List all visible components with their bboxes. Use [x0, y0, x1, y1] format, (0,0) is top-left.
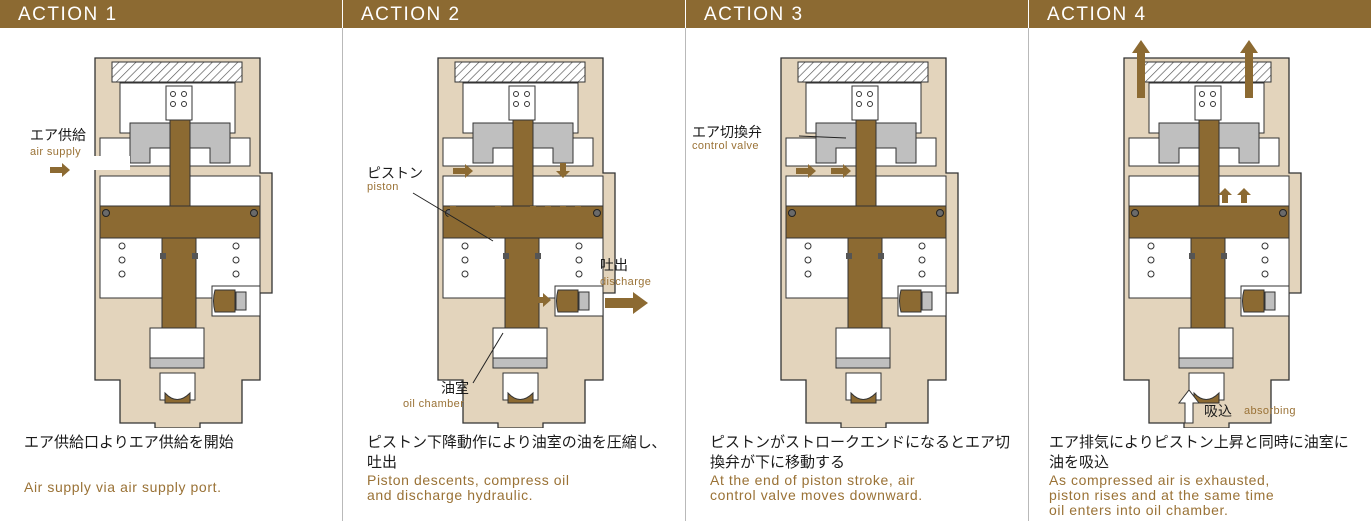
- description-en: Air supply via air supply port.: [24, 479, 222, 495]
- label-air-supply-en: air supply: [30, 146, 82, 158]
- description-ja: ピストンがストロークエンドになるとエア切換弁が下に移動する: [710, 433, 1011, 471]
- description-ja: エア供給口よりエア供給を開始: [24, 433, 234, 451]
- label-oil-chamber-ja: 油室: [441, 381, 469, 397]
- pump-diagram: [780, 57, 959, 428]
- exhaust-arrow: [1240, 40, 1258, 98]
- panel-title: ACTION 3: [686, 0, 1028, 28]
- air-supply-arrow: [50, 163, 70, 177]
- exhaust-arrow: [1132, 40, 1150, 98]
- label-absorbing-en: absorbing: [1244, 405, 1296, 417]
- label-piston-en: piston: [367, 181, 399, 193]
- description-en: At the end of piston stroke, air control…: [710, 472, 923, 503]
- panel-title: ACTION 1: [0, 0, 342, 28]
- action-panel-1: ACTION 1 エア供給 air supply エア供給口よりエア供給を開始 …: [0, 0, 342, 521]
- label-piston-ja: ピストン: [367, 166, 423, 182]
- label-control-valve-ja: エア切換弁: [692, 125, 762, 141]
- action-panel-2: ACTION 2 ピストン piston 吐出 discharge 油室 oil…: [343, 0, 685, 521]
- label-control-valve-en: control valve: [692, 140, 759, 152]
- label-discharge-ja: 吐出: [600, 258, 628, 274]
- description-ja: エア排気によりピストン上昇と同時に油室に油を吸込: [1049, 433, 1349, 471]
- label-absorbing-ja: 吸込: [1204, 404, 1232, 420]
- description-en: As compressed air is exhausted, piston r…: [1049, 472, 1275, 518]
- panel-title: ACTION 2: [343, 0, 685, 28]
- label-oil-chamber-en: oil chamber: [403, 398, 465, 410]
- description-en: Piston descents, compress oil and discha…: [367, 472, 570, 503]
- discharge-arrow: [605, 292, 648, 314]
- description-ja: ピストン下降動作により油室の油を圧縮し､吐出: [367, 433, 660, 471]
- panel-title: ACTION 4: [1029, 0, 1371, 28]
- pump-diagram: [1123, 40, 1302, 428]
- absorbing-arrow: [1177, 389, 1201, 424]
- pump-diagram: [412, 57, 648, 428]
- label-air-supply-ja: エア供給: [30, 128, 86, 144]
- action-panel-3: ACTION 3 エア切換弁 control valve ピストンがストロークエ…: [686, 0, 1028, 521]
- label-discharge-en: discharge: [600, 276, 652, 288]
- pump-diagram: [50, 57, 273, 428]
- action-panel-4: ACTION 4 吸込 absorbing エア排気によりピストン上昇と同時に油…: [1029, 0, 1371, 521]
